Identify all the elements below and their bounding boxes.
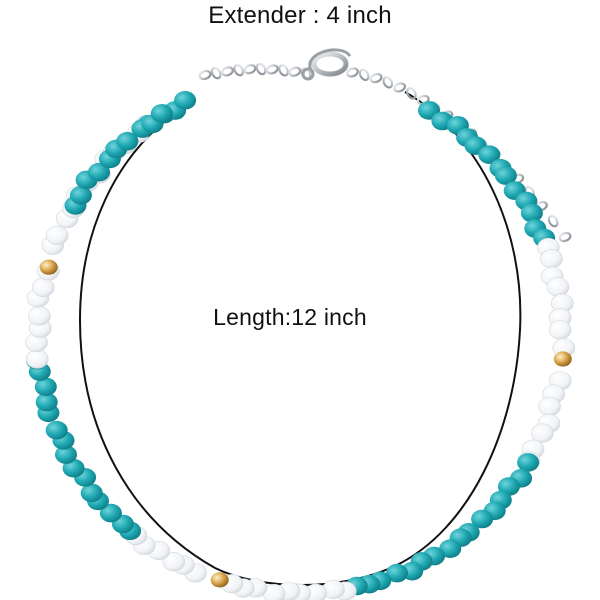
turquoise-bead [494,166,517,185]
turquoise-bead [99,503,122,523]
bead-strand [25,91,576,600]
chain-link [288,66,302,77]
extender-chain-icon [198,62,572,243]
chain-link [243,64,257,75]
white-bead [25,349,49,369]
gold-bead [553,351,572,367]
white-bead [546,277,570,297]
white-bead [31,277,55,298]
chain-link [393,82,407,93]
turquoise-bead [520,203,543,223]
chain-link [406,87,417,100]
turquoise-bead [386,563,408,583]
turquoise-bead [55,445,77,464]
turquoise-bead [174,91,197,110]
chain-link [233,63,245,77]
turquoise-bead [517,453,540,472]
turquoise-bead [69,186,92,205]
white-bead [162,552,186,572]
chain-link [369,72,383,84]
chain-link [265,64,279,75]
turquoise-bead [34,377,57,397]
extender-length-label: Extender : 4 inch [208,2,392,29]
lobster-clasp-icon [301,48,352,81]
chain-link [358,68,370,82]
white-bead [548,320,572,340]
turquoise-bead [471,509,494,529]
chain-link [278,64,289,77]
chain-link [220,66,234,77]
chain-link [210,66,222,80]
turquoise-bead [80,483,103,503]
chain-link [382,76,394,89]
chain-link [255,62,267,76]
turquoise-bead [478,145,501,164]
turquoise-bead [439,539,462,558]
white-bead [540,249,563,269]
necklace-length-label: Length:12 inch [213,304,367,330]
white-bead [45,225,69,245]
white-bead [531,423,554,443]
necklace-cord [78,91,522,586]
turquoise-bead [88,162,110,182]
white-bead [538,396,561,417]
gold-bead [39,259,58,275]
turquoise-bead [45,420,68,440]
white-bead [28,306,51,326]
gold-bead [210,572,229,588]
chain-link [547,214,559,228]
turquoise-bead [150,104,173,123]
turquoise-bead [35,392,58,412]
turquoise-bead [116,131,139,151]
chain-link [345,67,359,78]
chain-link [198,69,212,81]
chain-link [558,231,572,243]
